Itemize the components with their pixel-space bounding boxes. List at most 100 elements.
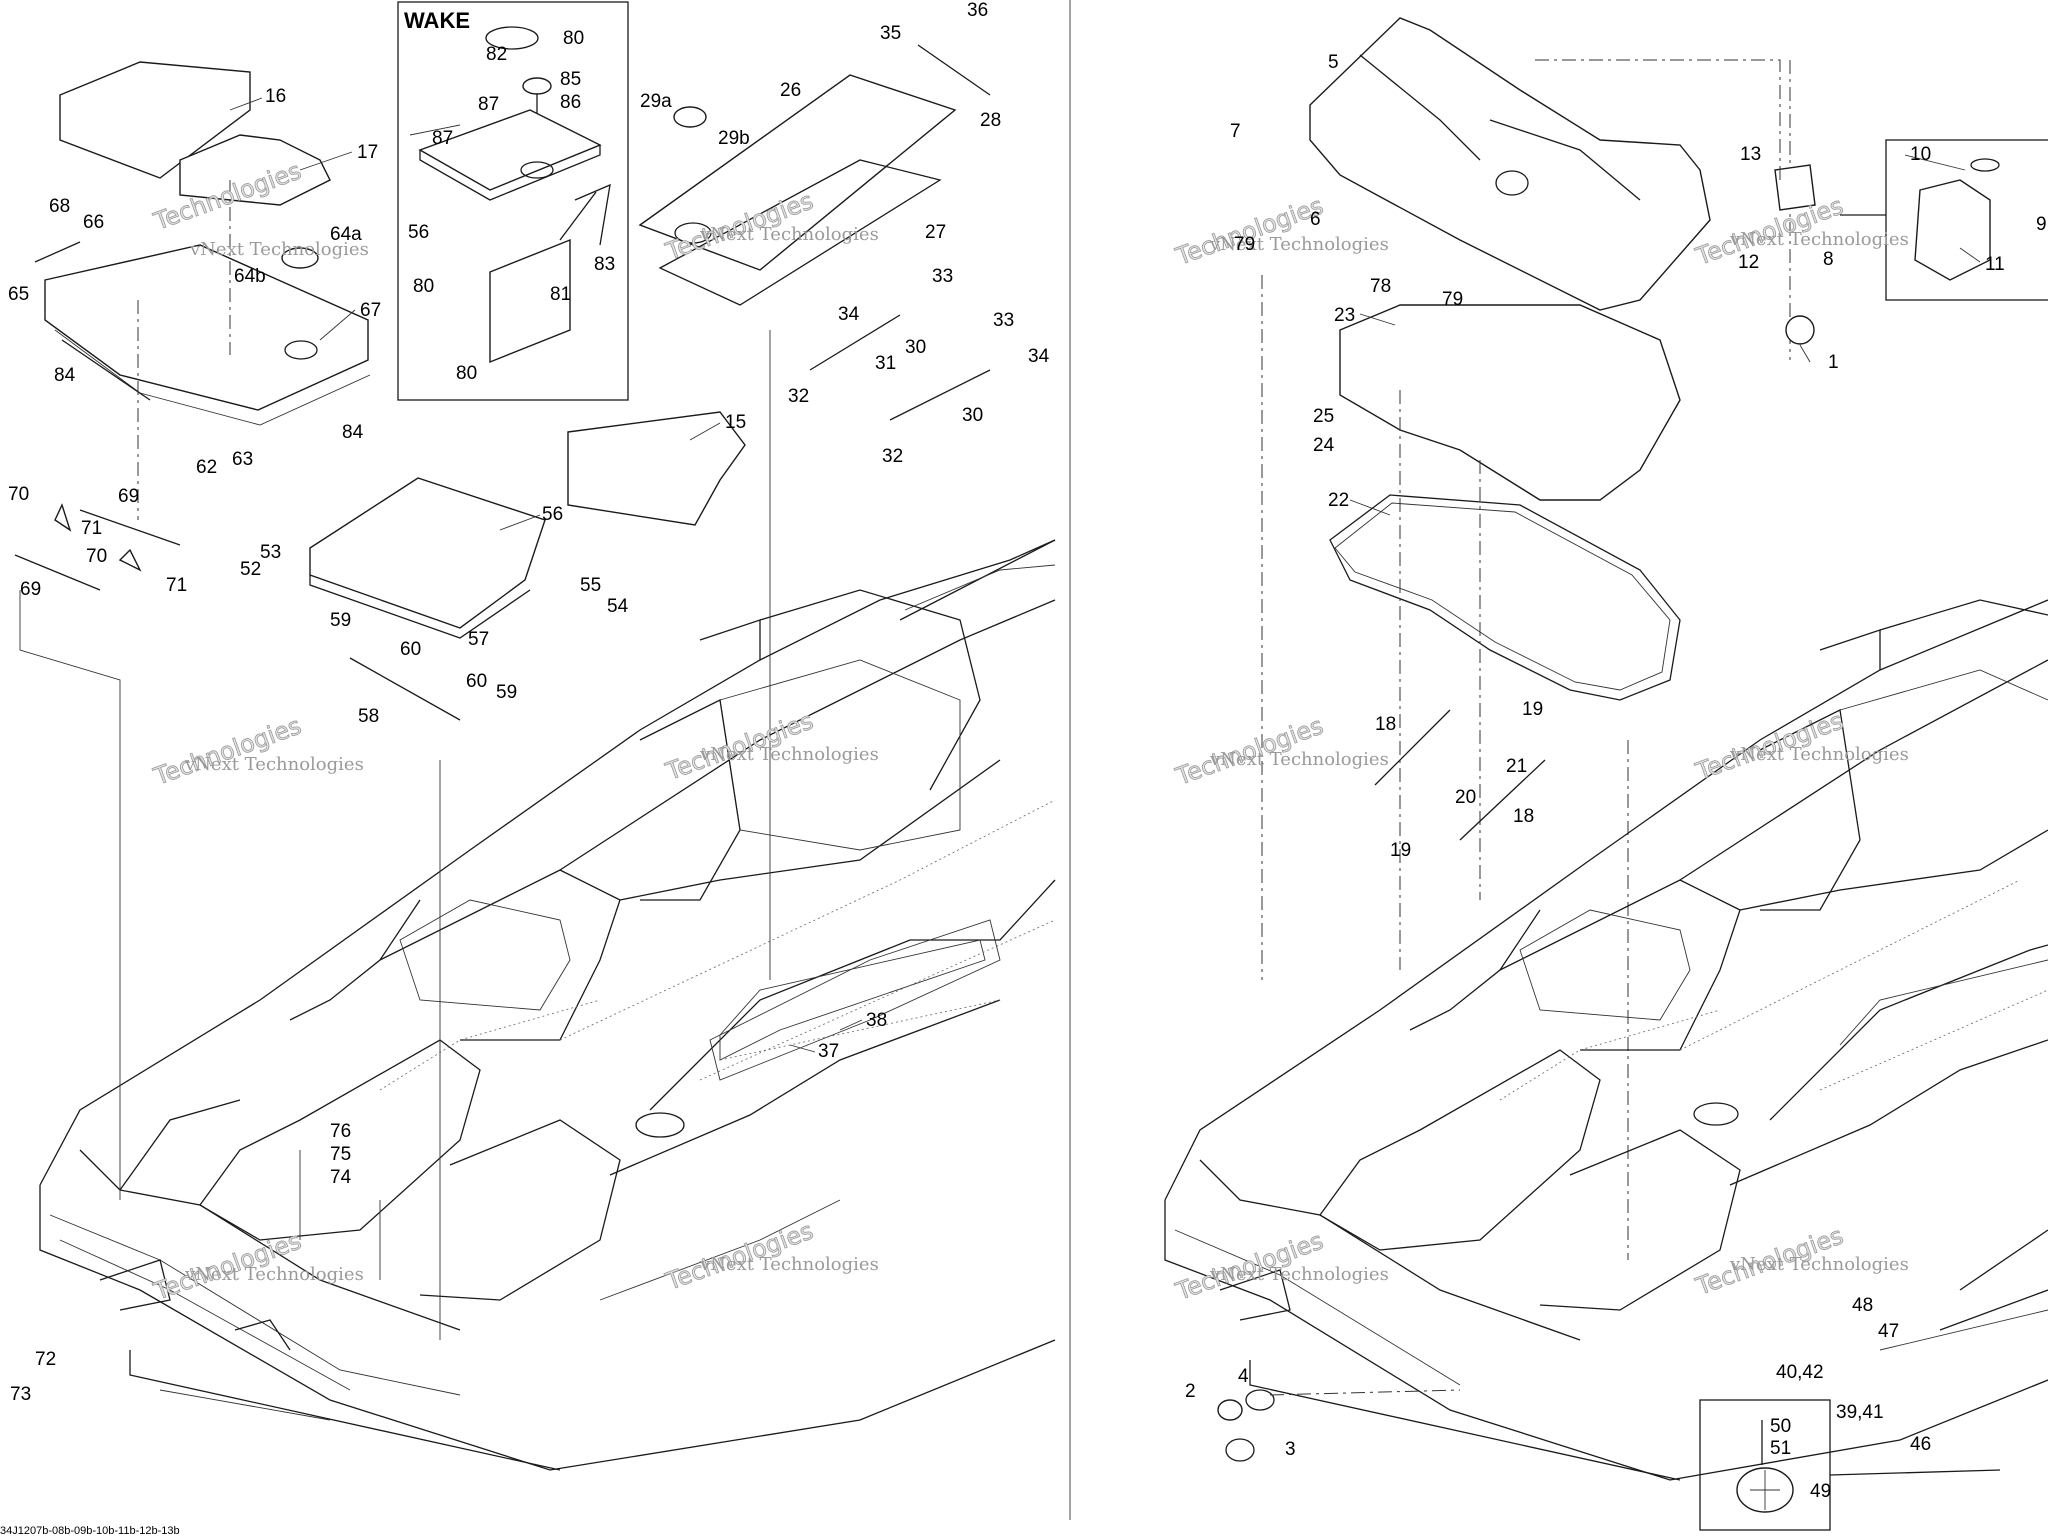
svg-text:vNext Technologies: vNext Technologies xyxy=(1209,749,1389,770)
callout-26: 26 xyxy=(780,80,801,101)
callout-7: 7 xyxy=(1230,121,1241,142)
wake-inset-box xyxy=(397,1,629,401)
callout-52: 52 xyxy=(240,559,261,580)
svg-text:Technologies: Technologies xyxy=(1172,192,1327,271)
svg-text:vNext Technologies: vNext Technologies xyxy=(184,1264,364,1285)
svg-text:vNext Technologies: vNext Technologies xyxy=(184,754,364,775)
part-17-cover xyxy=(179,134,331,206)
callout-74: 74 xyxy=(330,1167,352,1188)
callout-50: 50 xyxy=(1770,1416,1791,1437)
callout-69: 69 xyxy=(20,579,41,600)
svg-text:vNext Technologies: vNext Technologies xyxy=(699,1254,879,1275)
callout-78: 78 xyxy=(1370,276,1391,297)
callout-54: 54 xyxy=(607,596,629,617)
callout-76: 76 xyxy=(330,1121,351,1142)
callout-48: 48 xyxy=(1852,1295,1873,1316)
callout-6: 6 xyxy=(1310,209,1321,230)
wake-inset-parts xyxy=(409,26,611,364)
callout-79: 79 xyxy=(1234,234,1255,255)
callout-87: 87 xyxy=(478,94,499,115)
callout-18: 18 xyxy=(1375,714,1396,735)
callout-46: 46 xyxy=(1910,1434,1931,1455)
callout-59: 59 xyxy=(496,682,517,703)
callout-28: 28 xyxy=(980,110,1001,131)
leader-lines xyxy=(229,97,1981,1053)
hull-right xyxy=(1164,599,2048,1481)
footer-drawing-code: 34J1207b-08b-09b-10b-11b-12b-13b xyxy=(0,1525,180,1536)
callout-24: 24 xyxy=(1313,435,1335,456)
callout-80: 80 xyxy=(456,363,477,384)
callout-82: 82 xyxy=(486,44,507,65)
svg-text:vNext Technologies: vNext Technologies xyxy=(1729,229,1909,250)
callout-30: 30 xyxy=(905,337,926,358)
callout-73: 73 xyxy=(10,1384,31,1405)
callout-69: 69 xyxy=(118,486,139,507)
callout-34: 34 xyxy=(1028,346,1050,367)
callout-32: 32 xyxy=(882,446,903,467)
svg-text:vNext Technologies: vNext Technologies xyxy=(699,224,879,245)
part-15-cover xyxy=(567,411,746,526)
callout-64a: 64a xyxy=(330,224,362,245)
callout-86: 86 xyxy=(560,92,581,113)
callout-87: 87 xyxy=(432,128,453,149)
callout-80: 80 xyxy=(563,28,584,49)
svg-text:vNext Technologies: vNext Technologies xyxy=(1729,1254,1909,1275)
right-panel xyxy=(1164,17,2048,1531)
callout-23: 23 xyxy=(1334,305,1355,326)
callout-1: 1 xyxy=(1828,352,1839,373)
callout-8: 8 xyxy=(1823,249,1834,270)
wake-label: WAKE xyxy=(404,8,470,33)
inset-box-drain xyxy=(1699,1399,1831,1531)
callout-36: 36 xyxy=(967,0,988,21)
callout-18: 18 xyxy=(1513,806,1534,827)
part-67-seat xyxy=(44,244,369,411)
callout-37: 37 xyxy=(818,1041,839,1062)
svg-text:vNext Technologies: vNext Technologies xyxy=(1729,744,1909,765)
callout-51: 51 xyxy=(1770,1438,1791,1459)
callout-71: 71 xyxy=(166,575,187,596)
callout-21: 21 xyxy=(1506,756,1527,777)
callout-19: 19 xyxy=(1390,840,1411,861)
callout-17: 17 xyxy=(357,142,378,163)
callout-35: 35 xyxy=(880,23,901,44)
callout-16: 16 xyxy=(265,86,286,107)
callout-39-41: 39,41 xyxy=(1836,1402,1884,1423)
callout-60: 60 xyxy=(466,671,487,692)
callout-56: 56 xyxy=(542,504,563,525)
callout-29b: 29b xyxy=(718,128,750,149)
callout-19: 19 xyxy=(1522,699,1543,720)
callout-2: 2 xyxy=(1185,1381,1196,1402)
watermarks: Technologies vNext Technologies Technolo… xyxy=(149,156,1909,1306)
callout-60: 60 xyxy=(400,639,421,660)
part-16-cover xyxy=(59,61,251,179)
hull-left xyxy=(39,539,1056,1471)
callout-81: 81 xyxy=(550,284,571,305)
callout-71: 71 xyxy=(81,518,102,539)
callout-15: 15 xyxy=(725,412,746,433)
callout-34: 34 xyxy=(838,304,860,325)
left-panel: WAKE xyxy=(14,1,1056,1471)
callout-55: 55 xyxy=(580,575,601,596)
callout-84: 84 xyxy=(54,365,76,386)
callout-75: 75 xyxy=(330,1144,351,1165)
callout-68: 68 xyxy=(49,196,70,217)
svg-text:vNext Technologies: vNext Technologies xyxy=(699,744,879,765)
callout-65: 65 xyxy=(8,284,29,305)
part-22-gasket xyxy=(1329,494,1681,701)
callout-29a: 29a xyxy=(640,91,672,112)
callout-13: 13 xyxy=(1740,144,1761,165)
svg-text:vNext Technologies: vNext Technologies xyxy=(1209,234,1389,255)
part-26-seat xyxy=(638,74,957,271)
callout-56: 56 xyxy=(408,222,429,243)
callout-32: 32 xyxy=(788,386,809,407)
callout-4: 4 xyxy=(1238,1366,1249,1387)
callout-33: 33 xyxy=(932,266,953,287)
callout-59: 59 xyxy=(330,610,351,631)
callout-53: 53 xyxy=(260,542,281,563)
part-56-seat xyxy=(309,477,546,629)
callout-12: 12 xyxy=(1738,252,1759,273)
callout-40-42: 40,42 xyxy=(1776,1362,1824,1383)
callout-84: 84 xyxy=(342,422,364,443)
callout-5: 5 xyxy=(1328,52,1339,73)
